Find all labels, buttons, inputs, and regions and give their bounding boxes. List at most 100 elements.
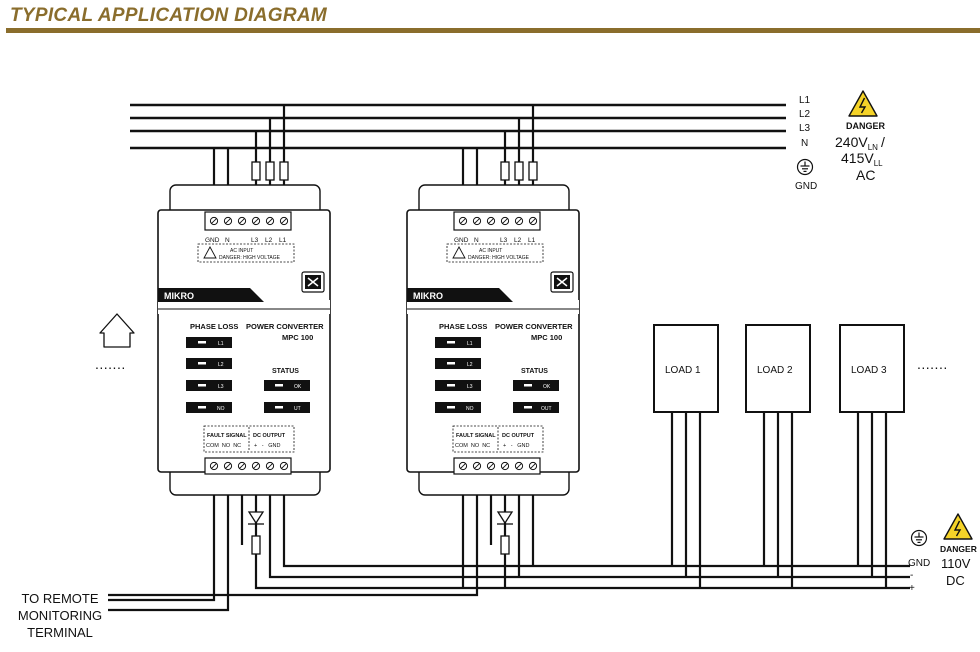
house-icon: [99, 313, 135, 348]
fault-terminals: COM NO NC: [455, 443, 490, 449]
supply-label-l1: L1: [799, 95, 811, 106]
product-title: POWER CONVERTER: [495, 322, 573, 331]
phase-led-no: NO: [217, 406, 225, 412]
terminal-n: N: [225, 237, 230, 244]
dc-output-label: DC OUTPUT: [502, 433, 535, 439]
model-label: MPC 100: [531, 333, 562, 342]
terminal-l1: L1: [528, 237, 536, 244]
converter-2-ac-fuses: [500, 161, 538, 181]
continuation-right: .......: [917, 356, 948, 372]
supply-label-l2: L2: [799, 109, 811, 120]
supply-bus: [130, 103, 786, 150]
terminal-l3: L3: [251, 237, 259, 244]
supply-label-n: N: [801, 138, 808, 149]
load-1-label: LOAD 1: [665, 365, 701, 376]
load-3-label: LOAD 3: [851, 365, 887, 376]
loads: LOAD 1 LOAD 2 LOAD 3: [653, 324, 905, 413]
terminal-gnd: GND: [454, 237, 469, 244]
status-title: STATUS: [272, 368, 299, 375]
load-1-box: [653, 324, 719, 413]
supply-labels: L1 L2 L3 N: [799, 95, 811, 149]
status-led-out: OUT: [541, 406, 552, 412]
terminal-gnd: GND: [205, 237, 220, 244]
supply-danger-warning: DANGER 240VLN/ 415VLL AC: [835, 90, 886, 183]
power-converter-1: GND N L3 L2 L1 AC INPUT DANGER: HIGH VOL…: [157, 184, 331, 496]
dc-label: DC: [946, 573, 965, 588]
ground-icon: [796, 158, 814, 176]
remote-line-3: TERMINAL: [27, 625, 93, 640]
dc-bus-labels: GND - +: [908, 558, 930, 594]
load-3-box: [839, 324, 905, 413]
continuation-left: .......: [95, 356, 126, 372]
voltage-slash: /: [881, 134, 885, 150]
hv-warning-icon: [203, 246, 217, 259]
phase-led-l1: L1: [218, 341, 224, 347]
converter-1-diode-fuse: [247, 511, 265, 555]
supply-gnd-label: GND: [795, 181, 817, 192]
dc-output-label: DC OUTPUT: [253, 433, 286, 439]
voltage-ll: 415V: [841, 150, 874, 166]
fault-signal-label: FAULT SIGNAL: [456, 433, 496, 439]
terminal-l2: L2: [265, 237, 273, 244]
product-title: POWER CONVERTER: [246, 322, 324, 331]
phase-led-l2: L2: [218, 362, 224, 368]
page-title: TYPICAL APPLICATION DIAGRAM: [10, 5, 328, 26]
dc-label-minus: -: [910, 570, 913, 581]
status-leds: OK OUT: [513, 380, 559, 413]
status-led-ok: OK: [294, 384, 302, 390]
terminal-l1: L1: [279, 237, 287, 244]
status-leds: OK UT: [264, 380, 310, 413]
supply-danger-label: DANGER: [846, 121, 886, 131]
model-label: MPC 100: [282, 333, 313, 342]
supply-label-l3: L3: [799, 123, 811, 134]
fault-terminals: COM NO NC: [206, 443, 241, 449]
title-underline: [6, 28, 980, 33]
phase-led-l3: L3: [218, 384, 224, 390]
remote-line-2: MONITORING: [18, 608, 102, 623]
voltage-ll-sub: LL: [874, 159, 883, 168]
ac-input-label: AC INPUT: [230, 248, 253, 254]
danger-hv-label: DANGER: HIGH VOLTAGE: [219, 255, 281, 261]
dc-label-plus: +: [909, 583, 915, 594]
phase-led-l2: L2: [467, 362, 473, 368]
dc-danger-warning: DANGER 110V DC: [940, 513, 977, 588]
dc-voltage: 110V: [941, 556, 971, 571]
remote-line-1: TO REMOTE: [21, 591, 98, 606]
brand-logo-icon: [307, 277, 319, 287]
remote-monitoring-label: TO REMOTE MONITORING TERMINAL: [18, 591, 102, 640]
phase-loss-title: PHASE LOSS: [190, 322, 238, 331]
status-led-out: UT: [294, 406, 301, 412]
voltage-ln: 240V: [835, 134, 868, 150]
supply-voltage-ln-line: 240VLN/: [835, 134, 885, 152]
status-title: STATUS: [521, 368, 548, 375]
phase-loss-leds: L1 L2 L3 NO: [186, 337, 232, 413]
converter-1-ac-fuses: [251, 161, 289, 181]
dc-terminals: + - GND: [503, 443, 529, 449]
converter-2-diode-fuse: [496, 511, 514, 555]
brand-label: MIKRO: [164, 291, 194, 301]
dc-danger-label: DANGER: [940, 544, 977, 554]
status-led-ok: OK: [543, 384, 551, 390]
phase-led-l3: L3: [467, 384, 473, 390]
ac-input-label: AC INPUT: [479, 248, 502, 254]
power-converter-2: GND N L3 L2 L1 AC INPUT DANGER: HIGH VOL…: [406, 184, 580, 496]
terminal-l3: L3: [500, 237, 508, 244]
brand-logo-icon: [556, 277, 568, 287]
brand-label: MIKRO: [413, 291, 443, 301]
voltage-ln-sub: LN: [868, 143, 878, 152]
fault-signal-label: FAULT SIGNAL: [207, 433, 247, 439]
load-wiring: [670, 412, 888, 588]
phase-loss-title: PHASE LOSS: [439, 322, 487, 331]
danger-warning-icon: [848, 90, 878, 117]
dc-terminals: + - GND: [254, 443, 280, 449]
dc-label-gnd: GND: [908, 558, 930, 569]
load-2-box: [745, 324, 811, 413]
terminal-n: N: [474, 237, 479, 244]
supply-voltage-ll-line: 415VLL: [841, 150, 883, 168]
phase-loss-leds: L1 L2 L3 NO: [435, 337, 481, 413]
header: TYPICAL APPLICATION DIAGRAM: [0, 0, 980, 36]
dc-danger-warning-icon: [943, 513, 973, 540]
terminal-l2: L2: [514, 237, 522, 244]
phase-led-no: NO: [466, 406, 474, 412]
